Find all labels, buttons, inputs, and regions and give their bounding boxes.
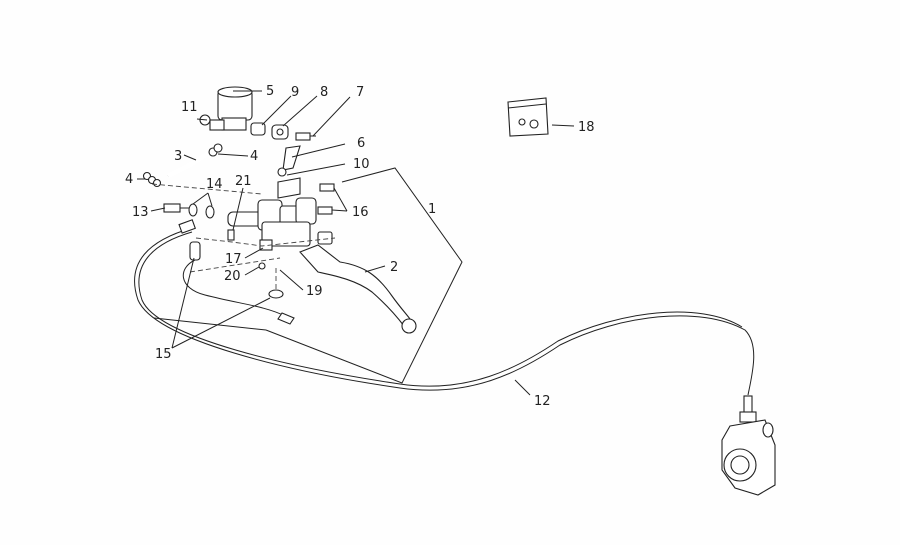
clamp-screw-16: [317, 183, 335, 215]
assembly-line-a: [151, 183, 263, 195]
fluid-reservoir: [209, 86, 253, 131]
callout-4b: 4: [125, 172, 133, 187]
pin-21: [227, 229, 235, 241]
hose-clamp-2: [142, 171, 162, 188]
callout-16: 16: [352, 205, 369, 220]
washers-14: [188, 203, 215, 219]
callout-5: 5: [266, 84, 274, 99]
bush-9: [250, 122, 266, 136]
spare-parts-kit: [507, 97, 549, 137]
group-outline: [265, 167, 463, 384]
callout-6: 6: [357, 136, 365, 151]
callout-4a: 4: [250, 149, 258, 164]
screw-7: [295, 132, 316, 141]
callout-9: 9: [291, 85, 299, 100]
callout-21: 21: [235, 174, 252, 189]
bush-8: [271, 124, 289, 140]
callout-15: 15: [155, 347, 172, 362]
washer-19: [268, 289, 284, 299]
group-outline-left: [153, 317, 267, 331]
washer-20: [258, 262, 266, 270]
clutch-hose: [134, 227, 755, 396]
master-cylinder: [227, 197, 317, 247]
mounting-bracket: [277, 145, 301, 199]
callout-14: 14: [206, 177, 223, 192]
assembly-line-b: [195, 237, 336, 247]
callout-11: 11: [181, 100, 198, 115]
hose-clamp: [208, 143, 223, 157]
callout-10: 10: [353, 157, 370, 172]
callout-8: 8: [320, 85, 328, 100]
callout-1: 1: [428, 202, 436, 217]
callout-2: 2: [390, 260, 398, 275]
banjo-bolt-13: [163, 203, 190, 213]
callout-18: 18: [578, 120, 595, 135]
microswitch-15: [182, 241, 295, 325]
slave-cylinder: [721, 395, 776, 496]
clutch-lever: [299, 231, 417, 334]
callout-17: 17: [225, 252, 242, 267]
clutch-hose-inner: [138, 231, 743, 387]
callout-20: 20: [224, 269, 241, 284]
hose-fitting: [178, 219, 196, 234]
assembly-line-c: [189, 257, 281, 273]
callout-7: 7: [356, 85, 364, 100]
leader-lines: [137, 90, 575, 396]
callout-3: 3: [174, 149, 182, 164]
callout-12: 12: [534, 394, 551, 409]
callout-19: 19: [306, 284, 323, 299]
callout-13: 13: [132, 205, 149, 220]
